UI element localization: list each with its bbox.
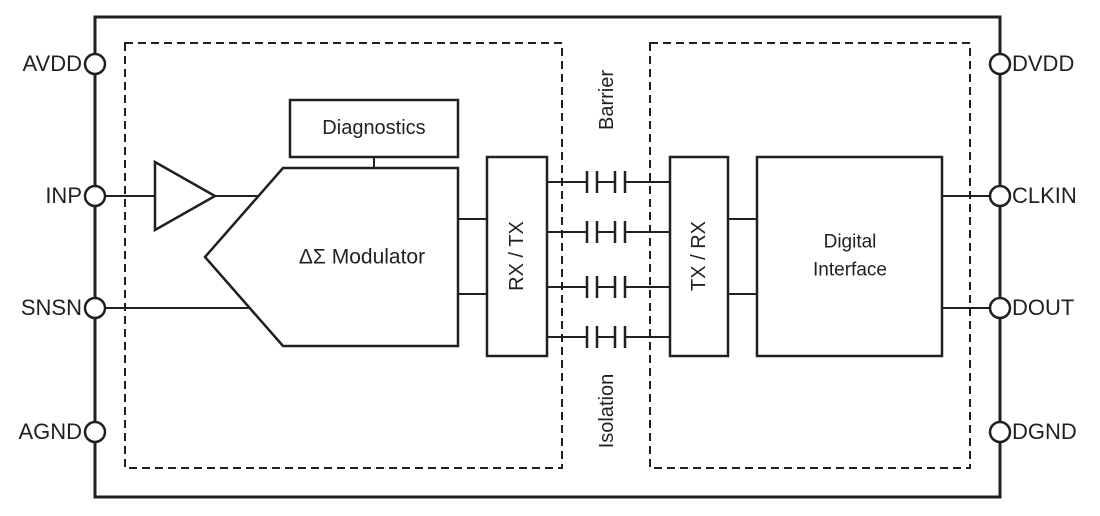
digital-domain-outline [649, 42, 971, 469]
pin-inp [83, 184, 107, 208]
digital-interface-label: Digital Interface [813, 231, 887, 280]
pin-dgnd [988, 420, 1012, 444]
modulator-label: ΔΣ Modulator [298, 245, 426, 269]
rxtx-box [485, 155, 549, 358]
rxtx-label: RX / TX [506, 221, 528, 291]
amplifier-symbol [153, 159, 218, 233]
modulator-shape [203, 166, 460, 348]
chip-outline [93, 15, 1002, 499]
diagnostics-box [288, 98, 460, 159]
pin-label-dvdd: DVDD [1012, 50, 1075, 76]
pin-label-dgnd: DGND [1012, 418, 1077, 444]
isolation-channel-1 [547, 171, 670, 193]
pin-label-inp: INP [45, 182, 82, 208]
pin-label-clkin: CLKIN [1012, 182, 1077, 208]
pin-avdd [83, 52, 107, 76]
pin-label-avdd: AVDD [22, 50, 83, 76]
pin-label-snsn: SNSN [20, 294, 82, 320]
txrx-box [668, 155, 730, 358]
pin-agnd [83, 420, 107, 444]
isolation-channel-2 [547, 221, 670, 243]
isolation-channel-4 [547, 326, 670, 348]
txrx-label: TX / RX [688, 220, 710, 292]
pin-clkin [988, 184, 1012, 208]
digital-interface-box [755, 155, 944, 358]
barrier-label: Barrier [596, 69, 618, 131]
pin-dout [988, 296, 1012, 320]
pin-snsn [83, 296, 107, 320]
pin-label-dout: DOUT [1012, 294, 1075, 320]
isolation-label: Isolation [596, 373, 618, 449]
analog-domain-outline [124, 42, 563, 469]
isolation-channel-3 [547, 276, 670, 298]
diagnostics-label: Diagnostics [322, 117, 426, 139]
pin-dvdd [988, 52, 1012, 76]
pin-label-agnd: AGND [18, 418, 82, 444]
